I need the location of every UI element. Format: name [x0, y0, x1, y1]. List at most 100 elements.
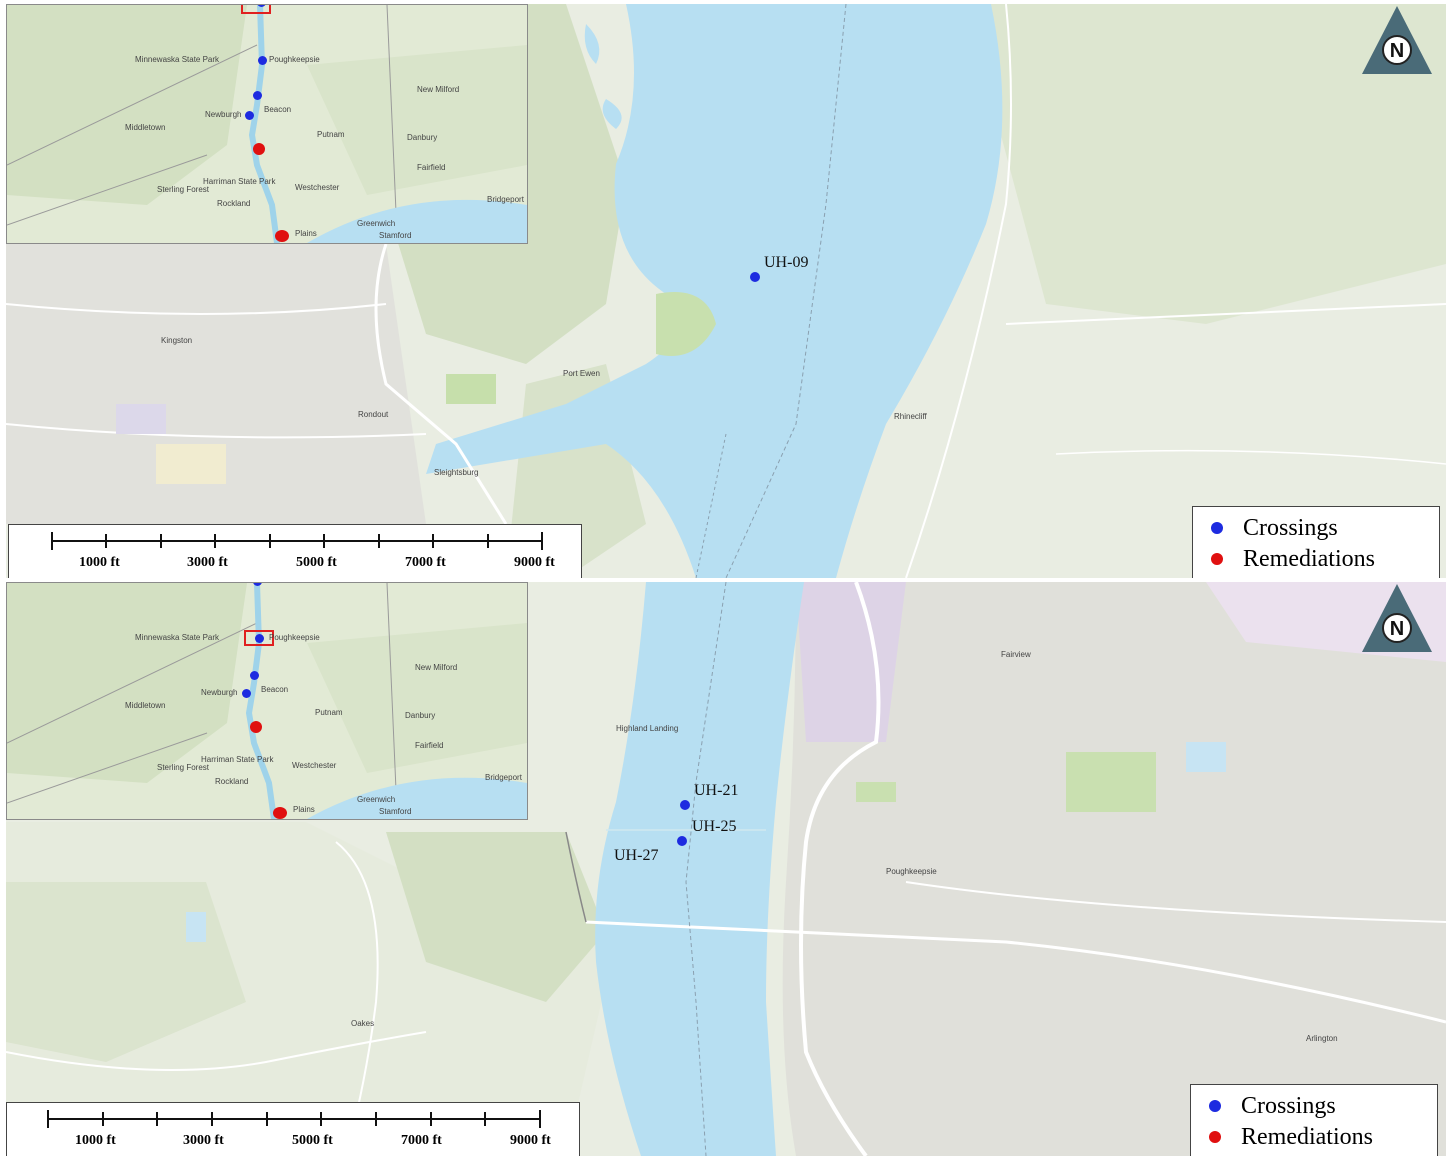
- place-label: Stamford: [379, 231, 412, 240]
- place-label: Rhinecliff: [894, 412, 927, 421]
- inset-remediation-point: [250, 721, 262, 733]
- point-label-uh-09: UH-09: [764, 254, 809, 271]
- place-label: Rockland: [215, 777, 249, 786]
- inset-remediation-point: [275, 230, 289, 242]
- scale-label: 3000 ft: [187, 555, 228, 570]
- place-label: Fairfield: [417, 163, 446, 172]
- place-label: Rockland: [217, 199, 251, 208]
- crossing-point-uh-09[interactable]: [750, 272, 760, 282]
- inset-crossing-point: [253, 583, 262, 586]
- inset-crossing-point: [257, 5, 266, 7]
- scale-bar-bottom: 1000 ft 3000 ft 5000 ft 7000 ft 9000 ft: [6, 1102, 580, 1156]
- locator-inset-map-bottom: Poughkeepsie Beacon Newburgh Middletown …: [6, 582, 528, 820]
- inset-crossing-point: [250, 671, 259, 680]
- place-label: Beacon: [264, 105, 292, 114]
- north-arrow-icon: N: [1362, 6, 1432, 74]
- scale-label: 7000 ft: [401, 1133, 442, 1148]
- place-label: Bridgeport: [485, 773, 522, 782]
- basemap-top: [6, 4, 1446, 578]
- scale-label: 9000 ft: [514, 555, 555, 570]
- place-label: Danbury: [405, 711, 436, 720]
- place-label: Putnam: [317, 130, 345, 139]
- place-label: Middletown: [125, 701, 166, 710]
- place-label: Newburgh: [201, 688, 238, 697]
- place-label: Port Ewen: [563, 369, 600, 378]
- scale-label: 7000 ft: [405, 555, 446, 570]
- inset-remediation-point: [273, 807, 287, 819]
- point-label-uh-25: UH-25: [692, 818, 737, 835]
- point-label-uh-21: UH-21: [694, 782, 739, 799]
- place-label: Westchester: [295, 183, 340, 192]
- place-label: Minnewaska State Park: [135, 55, 220, 64]
- place-label: Poughkeepsie: [269, 633, 320, 642]
- place-label: Middletown: [125, 123, 166, 132]
- hudson-river-bottom: [595, 582, 804, 1156]
- place-label: New Milford: [417, 85, 460, 94]
- place-label: Arlington: [1306, 1034, 1338, 1043]
- legend-item-crossings: Crossings: [1211, 515, 1338, 541]
- locator-box: [241, 5, 271, 14]
- place-label: Poughkeepsie: [269, 55, 320, 64]
- place-label: Kingston: [161, 336, 193, 345]
- north-letter: N: [1390, 618, 1404, 640]
- map-panel-top[interactable]: Kingston Rondout Port Ewen Rhinecliff Sl…: [6, 4, 1446, 578]
- hudson-river-inset: [248, 5, 280, 243]
- hudson-river-inset: [245, 583, 277, 819]
- place-label: New Milford: [415, 663, 458, 672]
- scale-label: 1000 ft: [75, 1133, 116, 1148]
- map-panel-bottom[interactable]: Highland Landing Poughkeepsie Fairview A…: [6, 582, 1446, 1156]
- inset-crossing-point: [253, 91, 262, 100]
- legend-label: Remediations: [1241, 1123, 1373, 1150]
- place-label: Greenwich: [357, 795, 396, 804]
- place-label: Plains: [293, 805, 315, 814]
- legend-label: Crossings: [1241, 1092, 1336, 1119]
- place-label: Plains: [295, 229, 317, 238]
- place-label: Harriman State Park: [201, 755, 274, 764]
- legend-item-crossings: Crossings: [1209, 1093, 1336, 1119]
- map-legend-bottom: Crossings Remediations: [1190, 1084, 1438, 1156]
- point-label-uh-27: UH-27: [614, 847, 659, 864]
- legend-label: Crossings: [1243, 514, 1338, 541]
- north-letter: N: [1390, 40, 1404, 62]
- place-label: Poughkeepsie: [886, 867, 937, 876]
- place-label: Putnam: [315, 708, 343, 717]
- place-label: Highland Landing: [616, 724, 679, 733]
- crossing-point-uh-21[interactable]: [680, 800, 690, 810]
- place-label: Oakes: [351, 1019, 375, 1028]
- scale-label: 1000 ft: [79, 555, 120, 570]
- legend-item-remediations: Remediations: [1209, 1124, 1373, 1150]
- place-label: Stamford: [379, 807, 412, 816]
- scale-bar-top: 1000 ft 3000 ft 5000 ft 7000 ft 9000 ft: [8, 524, 582, 578]
- north-arrow-icon: N: [1362, 584, 1432, 652]
- inset-crossing-point: [245, 111, 254, 120]
- place-label: Sterling Forest: [157, 763, 210, 772]
- place-label: Harriman State Park: [203, 177, 276, 186]
- place-label: Sterling Forest: [157, 185, 210, 194]
- place-label: Rondout: [358, 410, 389, 419]
- locator-box: [244, 630, 274, 646]
- inset-crossing-point: [258, 56, 267, 65]
- place-label: Danbury: [407, 133, 438, 142]
- inset-remediation-point: [253, 143, 265, 155]
- place-label: Westchester: [292, 761, 337, 770]
- inset-crossing-point: [242, 689, 251, 698]
- scale-label: 3000 ft: [183, 1133, 224, 1148]
- place-label: Bridgeport: [487, 195, 524, 204]
- scale-label: 9000 ft: [510, 1133, 551, 1148]
- map-legend-top: Crossings Remediations: [1192, 506, 1440, 578]
- scale-label: 5000 ft: [292, 1133, 333, 1148]
- place-label: Fairview: [1001, 650, 1031, 659]
- locator-inset-map-top: Poughkeepsie Beacon Newburgh Middletown …: [6, 4, 528, 244]
- place-label: Newburgh: [205, 110, 242, 119]
- crossing-marker-icon: [1211, 522, 1223, 534]
- place-label: Greenwich: [357, 219, 396, 228]
- crossing-point-uh-25[interactable]: [677, 836, 687, 846]
- inset-crossing-point: [255, 634, 264, 643]
- place-label: Fairfield: [415, 741, 444, 750]
- legend-label: Remediations: [1243, 545, 1375, 572]
- scale-label: 5000 ft: [296, 555, 337, 570]
- basemap-bottom: [6, 582, 1446, 1156]
- place-label: Sleightsburg: [434, 468, 479, 477]
- crossing-marker-icon: [1209, 1100, 1221, 1112]
- hudson-river-top: [426, 4, 1003, 578]
